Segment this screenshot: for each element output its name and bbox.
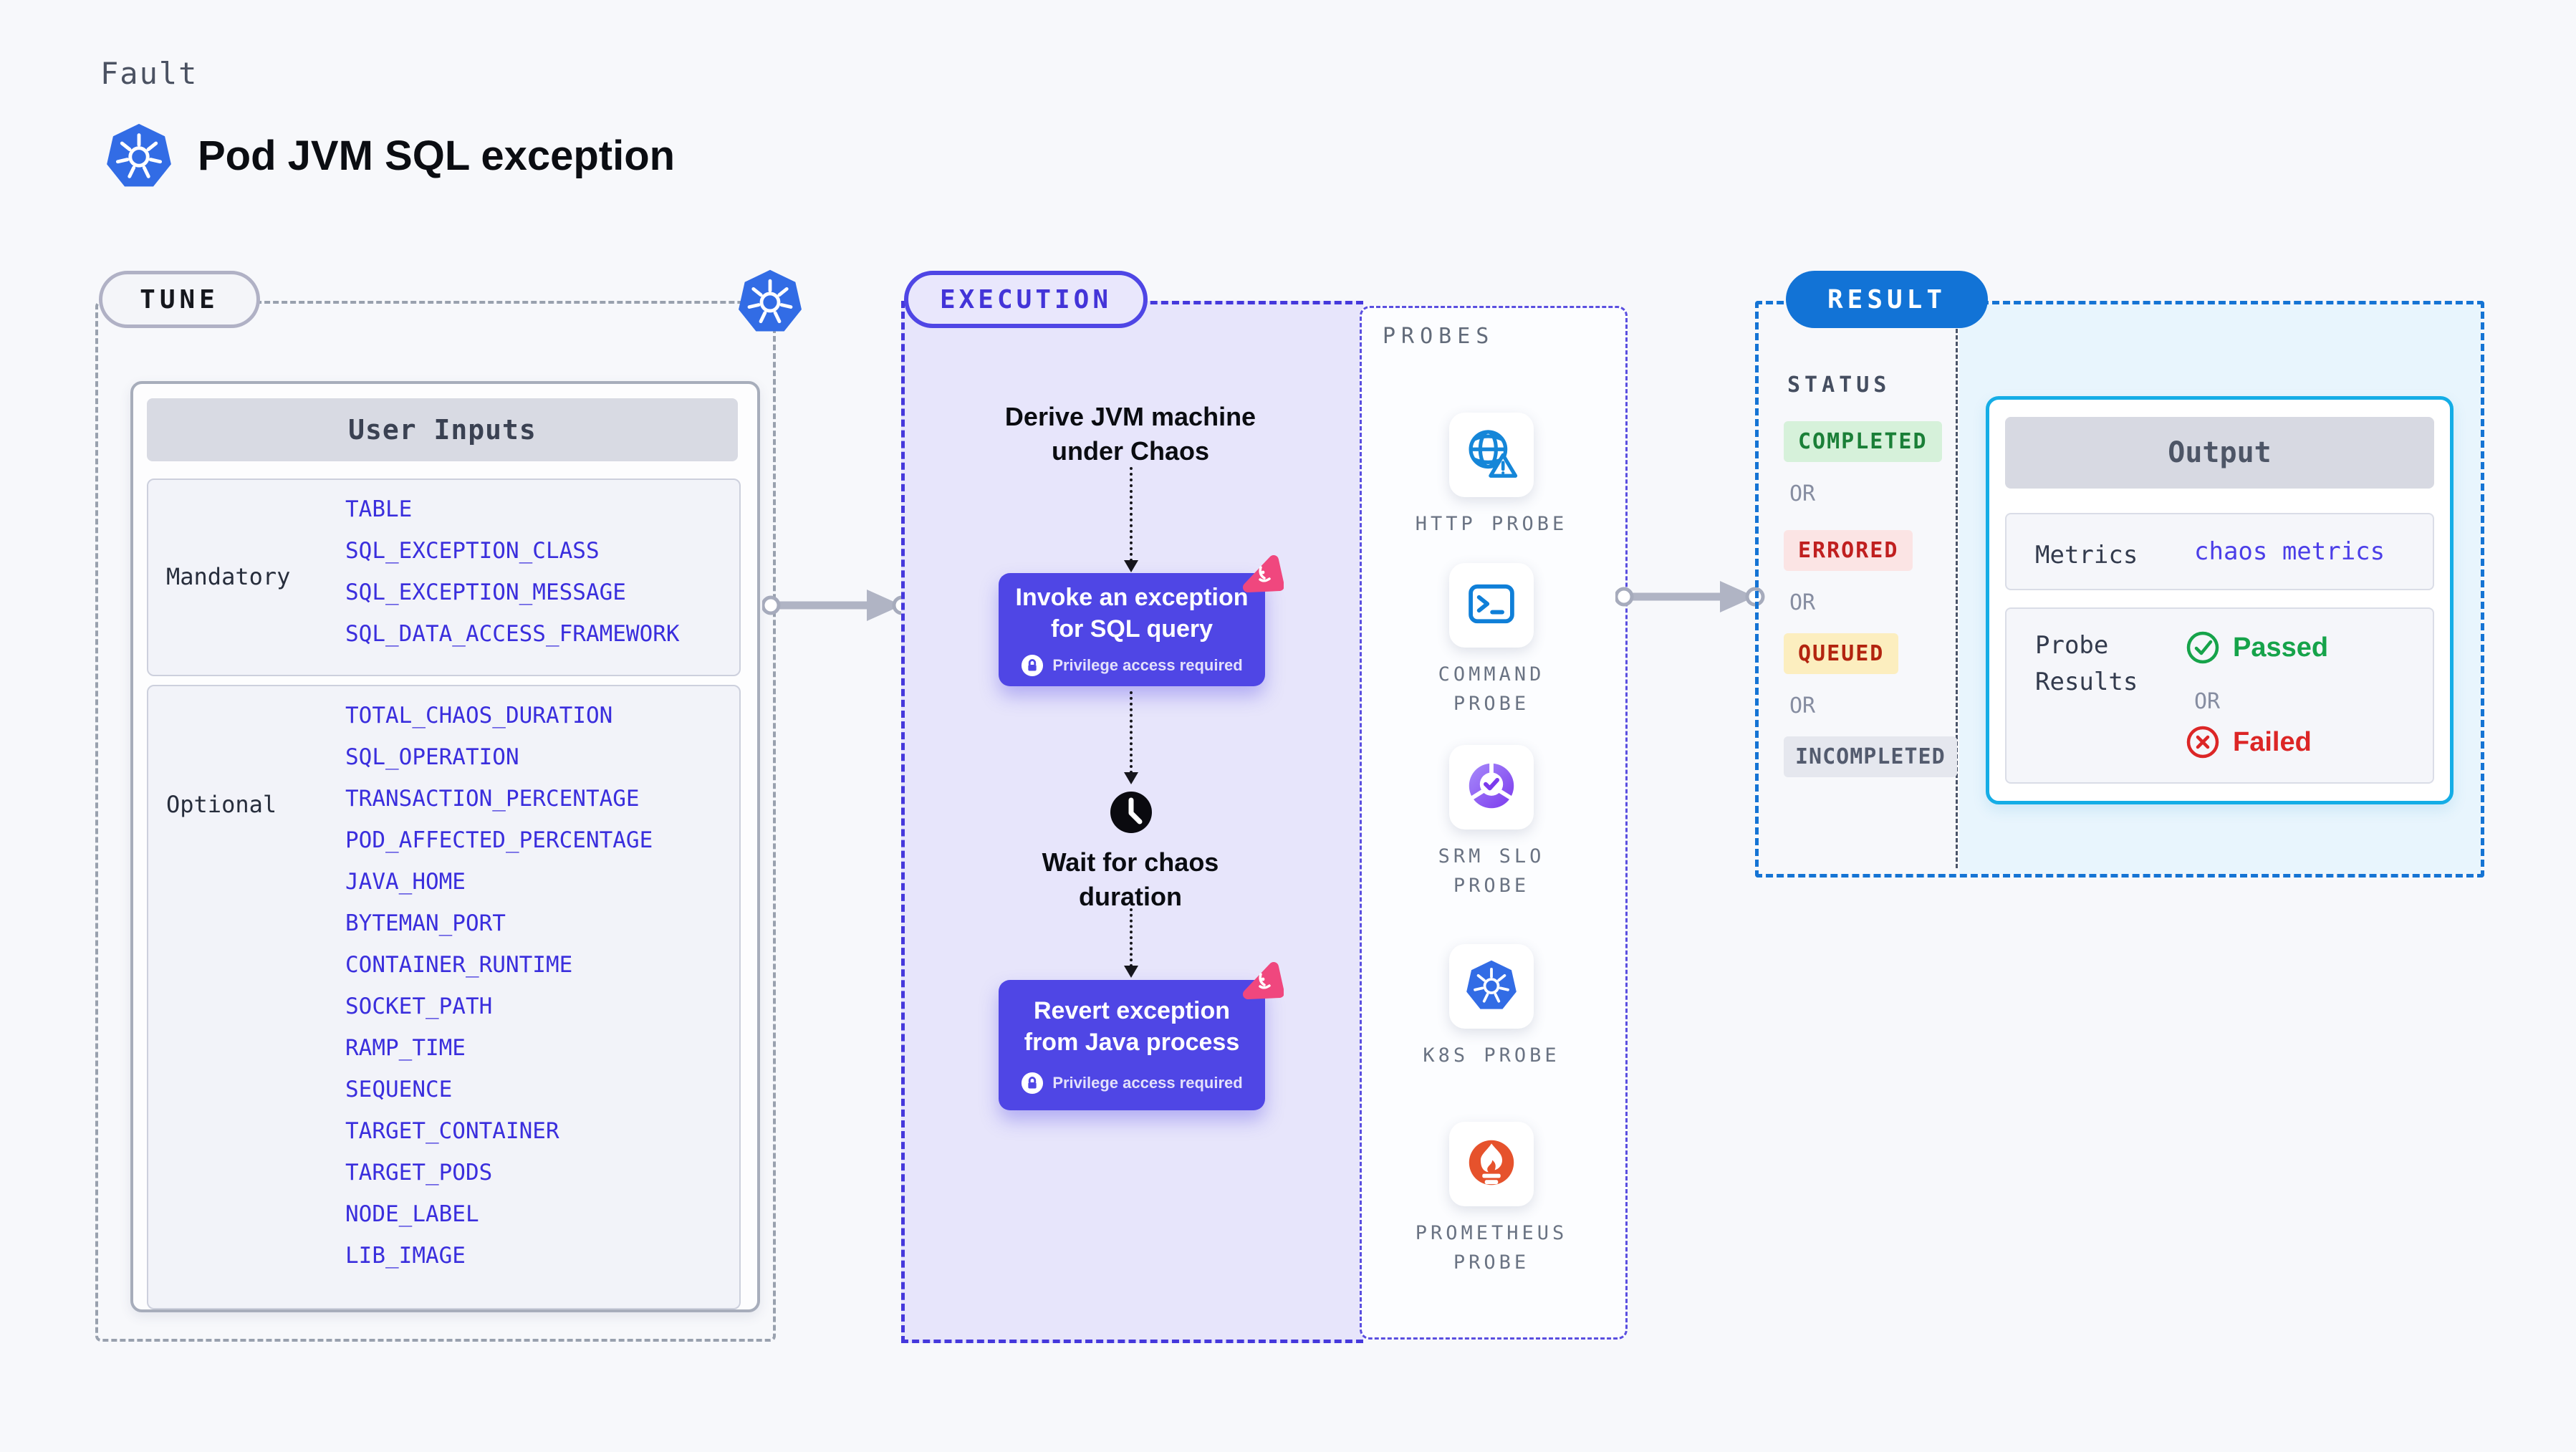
litmus-badge-icon [1236,960,1284,1008]
wait-step-label: Wait for chaos duration [1042,847,1219,911]
param: SQL_OPERATION [345,744,519,770]
param: SQL_EXCEPTION_MESSAGE [345,580,626,605]
down-arrowhead [1124,772,1138,784]
page-title: Pod JVM SQL exception [198,133,676,179]
param: BYTEMAN_PORT [345,910,506,936]
tune-section [95,301,776,1342]
optional-params: TOTAL_CHAOS_DURATION SQL_OPERATION TRANS… [345,695,653,1276]
mandatory-group [147,479,741,676]
command-probe-icon [1465,577,1518,634]
execution-badge: EXECUTION [904,271,1148,328]
param: TABLE [345,496,413,522]
arrow-right-connector [761,585,914,629]
output-title: Output [2005,417,2434,489]
check-circle-icon [2186,630,2220,665]
invoke-step-note: Privilege access required [1052,655,1243,674]
flow-connector [1130,908,1133,967]
or-separator: OR [1789,481,1816,506]
probe-label: PROMETHEUS PROBE [1415,1222,1568,1274]
status-title: STATUS [1787,372,1891,398]
probe-results-row: Probe Results Passed OR Failed [2005,607,2434,784]
srm-slo-probe-icon [1465,759,1518,816]
param: TARGET_CONTAINER [345,1118,559,1144]
status-badge-errored: ERRORED [1784,530,1913,571]
down-arrowhead [1124,560,1138,572]
param: SEQUENCE [345,1077,453,1102]
optional-label: Optional [166,791,277,818]
flow-connector [1130,467,1133,562]
lock-icon [1021,654,1044,677]
probe-label: K8S PROBE [1423,1044,1560,1067]
litmus-badge-icon [1236,553,1284,601]
prometheus-probe-icon [1465,1136,1518,1193]
probe-item-command: COMMAND PROBE [1360,563,1623,718]
x-circle-icon [2186,725,2220,759]
revert-step-title: Revert exception from Java process [1024,997,1240,1056]
mandatory-params: TABLE SQL_EXCEPTION_CLASS SQL_EXCEPTION_… [345,489,680,655]
down-arrowhead [1124,966,1138,978]
optional-group [147,685,741,1309]
fault-kicker: Fault [100,56,198,91]
tune-badge: TUNE [99,271,260,328]
probe-results-label: Probe Results [2035,631,2138,696]
passed-indicator: Passed [2186,630,2328,665]
failed-indicator: Failed [2186,725,2312,759]
revert-step-note: Privilege access required [1052,1073,1243,1092]
param: LIB_IMAGE [345,1243,466,1269]
param: TARGET_PODS [345,1160,493,1186]
param: NODE_LABEL [345,1201,479,1227]
probe-label: COMMAND PROBE [1438,663,1545,715]
param: RAMP_TIME [345,1035,466,1061]
status-badge-incompleted: INCOMPLETED [1784,736,1957,777]
or-separator: OR [1789,693,1816,718]
param: SQL_DATA_ACCESS_FRAMEWORK [345,621,680,647]
param: POD_AFFECTED_PERCENTAGE [345,827,653,853]
probe-item-srm-slo: SRM SLO PROBE [1360,745,1623,900]
probe-label: SRM SLO PROBE [1438,845,1545,897]
k8s-probe-icon [1464,958,1519,1016]
clock-icon [1109,790,1153,838]
param: TRANSACTION_PERCENTAGE [345,786,640,812]
probe-label: HTTP PROBE [1415,513,1568,535]
or-separator: OR [1789,590,1816,615]
probe-item-prometheus: PROMETHEUS PROBE [1360,1122,1623,1277]
metrics-row: Metrics chaos metrics [2005,513,2434,590]
kubernetes-icon [104,120,174,191]
or-separator: OR [2194,689,2221,714]
invoke-step-title: Invoke an exception for SQL query [1015,584,1249,643]
param: TOTAL_CHAOS_DURATION [345,703,613,729]
user-inputs-title: User Inputs [147,398,738,461]
metrics-value: chaos metrics [2194,537,2385,566]
http-probe-icon [1465,427,1518,484]
result-divider [1956,303,1958,868]
param: CONTAINER_RUNTIME [345,952,573,978]
param: SQL_EXCEPTION_CLASS [345,538,600,564]
mandatory-label: Mandatory [166,563,291,590]
probe-item-http: HTTP PROBE [1360,413,1623,539]
status-badge-completed: COMPLETED [1784,421,1942,462]
probes-title: PROBES [1383,324,1495,349]
derive-step-label: Derive JVM machine under Chaos [1004,402,1256,466]
metrics-label: Metrics [2035,541,2138,569]
revert-exception-step: Revert exception from Java process Privi… [999,980,1265,1110]
flow-connector [1130,691,1133,774]
kubernetes-icon [736,266,804,335]
result-badge: RESULT [1786,271,1988,328]
param: JAVA_HOME [345,869,466,895]
arrow-right-connector [1614,577,1767,620]
status-badge-queued: QUEUED [1784,633,1899,674]
lock-icon [1021,1072,1044,1095]
param: SOCKET_PATH [345,994,493,1019]
output-card: Output Metrics chaos metrics Probe Resul… [1986,396,2454,804]
probe-item-k8s: K8S PROBE [1360,944,1623,1071]
invoke-exception-step: Invoke an exception for SQL query Privil… [999,573,1265,686]
